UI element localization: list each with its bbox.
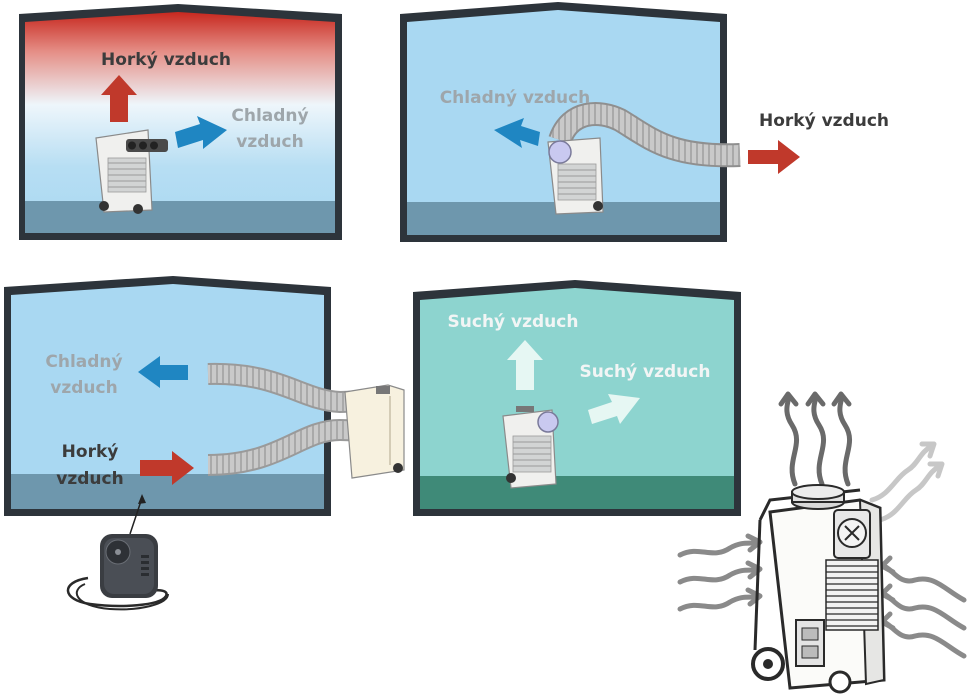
hot-air-out-arrow	[748, 140, 800, 174]
cold-air-left-arrow	[494, 118, 540, 148]
panel3-cold-label-line2: vzduch	[50, 378, 117, 398]
panel3-cold-label-line1: Chladný	[45, 352, 122, 372]
panel1-cold-label-line2: vzduch	[236, 132, 303, 152]
dry-air-up-arrow	[507, 340, 543, 390]
hot-air-in-arrow	[140, 451, 194, 485]
panel3-hot-label-line2: vzduch	[56, 469, 123, 489]
thermostat-controller-icon	[66, 534, 169, 611]
room-air	[420, 288, 734, 509]
air-cooler-unit-icon	[344, 384, 405, 479]
panel-2-exhaust-hose: Chladný vzduch Horký vzduch	[400, 2, 889, 242]
thermostat-pointer	[129, 494, 146, 535]
dry-air-right-arrow	[588, 394, 640, 424]
panel-3-dual-hose-thermostat: Chladný vzduch Horký vzduch	[4, 276, 405, 516]
panel2-hot-label: Horký vzduch	[759, 111, 889, 131]
panel4-dry-label-top: Suchý vzduch	[448, 312, 579, 332]
air-cooler-unit-icon	[547, 137, 604, 215]
air-cooler-unit-icon	[95, 129, 168, 214]
dehumidifier-unit-icon	[502, 406, 559, 489]
room-floor	[420, 476, 734, 509]
room-floor	[25, 201, 335, 233]
airflow-arrows-icon	[677, 391, 967, 659]
panel2-cold-label: Chladný vzduch	[440, 88, 591, 108]
room-floor	[11, 474, 324, 509]
dehumidifier-unit-icon	[751, 484, 886, 694]
panel4-dry-label-side: Suchý vzduch	[580, 362, 711, 382]
panel1-cold-label-line1: Chladný	[231, 106, 308, 126]
cold-air-left-arrow	[138, 356, 188, 388]
panel1-hot-label: Horký vzduch	[101, 50, 231, 70]
panel-4-dehumidifying: Suchý vzduch Suchý vzduch	[413, 280, 741, 516]
hot-air-up-arrow	[101, 75, 137, 122]
panel3-hot-label-line1: Horký	[62, 442, 119, 462]
panel-1-spot-cooling: Horký vzduch Chladný vzduch	[19, 4, 342, 240]
cold-air-right-arrow	[175, 116, 227, 149]
